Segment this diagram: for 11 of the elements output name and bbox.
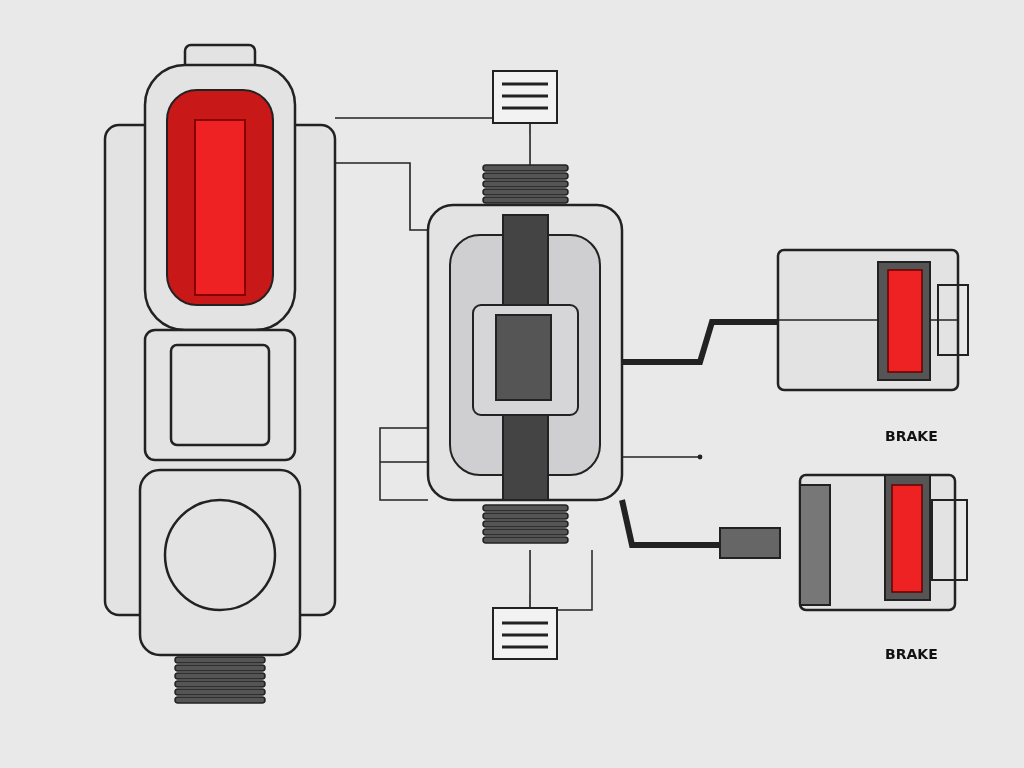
part-label: BRAKE [885,428,938,444]
brake-lamp-drawing [778,250,970,390]
part-label: BRAKE [885,646,938,662]
cable [622,319,778,365]
connector-line [529,123,531,166]
connector-line [529,549,531,608]
note-box [492,607,558,660]
note-box [492,70,558,124]
brake-light-drawing [105,45,335,705]
cable [619,499,720,548]
connector-line [334,117,493,119]
